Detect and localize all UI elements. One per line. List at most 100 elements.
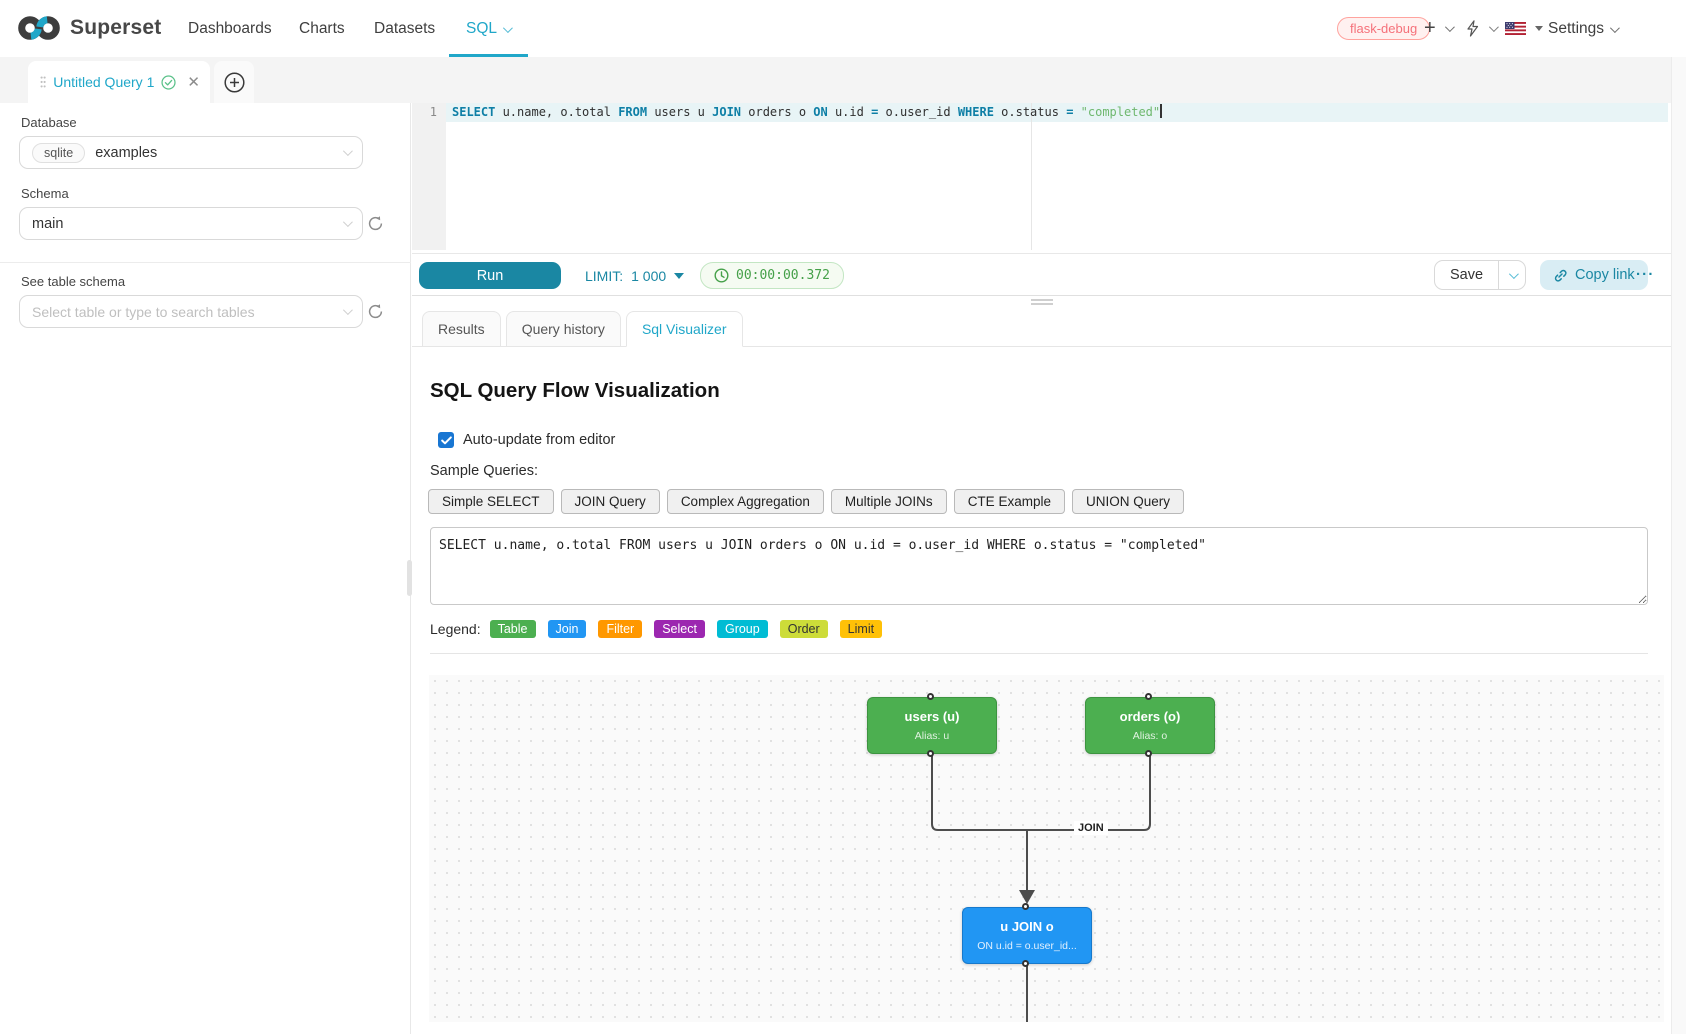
legend-badge-order: Order [779, 620, 828, 638]
caret-down-icon [1535, 26, 1543, 31]
chevron-down-icon [342, 305, 353, 316]
new-query-tab-button[interactable] [214, 61, 254, 103]
sql-lab-left-panel: Database sqlite examples Schema main See… [0, 103, 411, 1034]
sample-union-query-button[interactable]: UNION Query [1071, 489, 1184, 514]
legend-badge-filter: Filter [598, 620, 643, 638]
drag-handle-icon[interactable] [40, 75, 46, 89]
content-divider [430, 653, 1648, 654]
tab-sql-visualizer[interactable]: Sql Visualizer [625, 311, 743, 347]
chevron-down-icon [1508, 268, 1519, 279]
auto-update-checkbox[interactable] [438, 432, 454, 448]
query-input[interactable]: SELECT u.name, o.total FROM users u JOIN… [430, 527, 1648, 605]
db-engine-tag: sqlite [32, 142, 86, 163]
flow-node-join[interactable]: u JOIN o ON u.id = o.user_id... [962, 907, 1092, 964]
node-handle[interactable] [1022, 903, 1029, 910]
line-number: 1 [429, 105, 437, 119]
table-select[interactable]: Select table or type to search tables [19, 295, 363, 328]
tab-results[interactable]: Results [422, 311, 501, 347]
active-line-highlight [446, 103, 1668, 122]
node-handle[interactable] [927, 693, 934, 700]
nav-sql[interactable]: SQL [466, 0, 513, 57]
language-picker[interactable] [1505, 0, 1543, 57]
sample-multiple-joins-button[interactable]: Multiple JOINs [830, 489, 947, 514]
join-edge-label: JOIN [1074, 821, 1108, 835]
legend-badge-limit: Limit [839, 620, 883, 638]
legend-badge-group: Group [716, 620, 768, 638]
chevron-down-icon [1609, 23, 1620, 34]
text-cursor [1160, 104, 1163, 118]
flow-edges [931, 756, 1151, 1022]
query-timer: 00:00:00.372 [700, 262, 844, 289]
node-handle[interactable] [1145, 750, 1152, 757]
schema-select[interactable]: main [19, 207, 363, 240]
legend-badge-select: Select [654, 620, 705, 638]
check-icon [440, 435, 452, 444]
environment-badge: flask-debug [1337, 17, 1431, 40]
brand-name: Superset [70, 16, 162, 39]
sample-simple-select-button[interactable]: Simple SELECT [428, 489, 554, 514]
node-handle[interactable] [1022, 960, 1029, 967]
run-query-button[interactable]: Run [419, 262, 561, 289]
nav-active-underline [449, 54, 528, 57]
settings-menu[interactable]: Settings [1548, 0, 1620, 57]
limit-value: 1 000 [631, 267, 667, 284]
add-tab-icon [223, 71, 245, 93]
flow-canvas[interactable]: JOIN users (u) Alias: u orders (o) Alias… [429, 675, 1664, 1022]
lightning-icon [1467, 20, 1479, 37]
superset-logo[interactable]: Superset [16, 13, 161, 43]
refresh-icon [368, 216, 383, 231]
sample-join-query-button[interactable]: JOIN Query [560, 489, 660, 514]
superset-infinity-icon [18, 16, 60, 40]
sql-code-editor[interactable]: 1 SELECT u.name, o.total FROM users u JO… [412, 103, 1671, 250]
limit-dropdown[interactable]: LIMIT: 1 000 [585, 262, 685, 289]
nav-datasets[interactable]: Datasets [374, 20, 436, 37]
table-schema-label: See table schema [21, 274, 126, 289]
pane-divider [412, 295, 1671, 296]
node-handle[interactable] [927, 750, 934, 757]
print-margin-line [1031, 103, 1032, 250]
clock-icon [714, 268, 729, 283]
result-tabs-border [412, 346, 1671, 347]
refresh-tables-button[interactable] [367, 303, 384, 320]
save-split-button[interactable]: Save [1434, 260, 1527, 290]
refresh-schemas-button[interactable] [367, 215, 384, 232]
auto-update-label: Auto-update from editor [463, 432, 616, 448]
chevron-down-icon [1444, 22, 1455, 33]
database-select[interactable]: sqlite examples [19, 136, 363, 169]
sidebar-divider [0, 262, 411, 263]
caret-down-icon [674, 272, 685, 279]
pane-resize-handle[interactable] [1031, 299, 1053, 307]
top-navbar: Superset Dashboards Charts Datasets SQL … [0, 0, 1686, 57]
us-flag-icon [1505, 22, 1526, 35]
node-handle[interactable] [1145, 693, 1152, 700]
chevron-down-icon [1488, 22, 1499, 33]
nav-dashboards[interactable]: Dashboards [188, 20, 272, 37]
query-search-button[interactable] [1466, 0, 1499, 57]
copy-link-button[interactable]: Copy link [1540, 260, 1648, 290]
query-tab[interactable]: Untitled Query 1 ✕ [28, 61, 210, 103]
check-circle-icon [161, 74, 176, 90]
legend-label: Legend: [430, 621, 481, 637]
more-options-button[interactable]: ... [1636, 262, 1655, 279]
tab-query-history[interactable]: Query history [505, 311, 621, 347]
chevron-down-icon [502, 23, 513, 34]
sample-queries-row: Simple SELECT JOIN Query Complex Aggrega… [428, 489, 1184, 514]
nav-charts[interactable]: Charts [299, 20, 345, 37]
page-scrollbar[interactable] [1671, 57, 1686, 1034]
panel-resize-handle[interactable] [407, 560, 412, 596]
sample-queries-label: Sample Queries: [430, 463, 538, 479]
new-item-button[interactable]: + [1424, 0, 1455, 57]
editor-gutter: 1 [412, 103, 446, 250]
flow-node-orders[interactable]: orders (o) Alias: o [1085, 697, 1215, 754]
flow-node-users[interactable]: users (u) Alias: u [867, 697, 997, 754]
save-options-button[interactable] [1498, 261, 1525, 289]
chevron-down-icon [342, 217, 353, 228]
close-tab-icon[interactable]: ✕ [187, 74, 200, 91]
sample-cte-example-button[interactable]: CTE Example [953, 489, 1065, 514]
sample-complex-aggregation-button[interactable]: Complex Aggregation [666, 489, 824, 514]
auto-update-toggle[interactable]: Auto-update from editor [438, 432, 615, 448]
db-name: examples [95, 144, 158, 161]
table-select-placeholder: Select table or type to search tables [32, 303, 255, 320]
editor-toolbar: Run LIMIT: 1 000 00:00:00.372 Save Copy … [412, 253, 1671, 295]
save-button[interactable]: Save [1450, 267, 1484, 283]
